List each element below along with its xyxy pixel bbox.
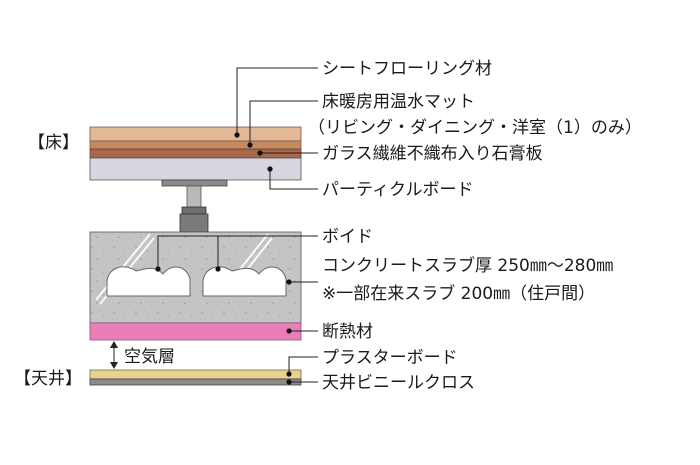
void-left	[106, 266, 191, 297]
air-layer-label: 空気層	[124, 347, 175, 367]
sheet-flooring-layer	[89, 126, 302, 142]
label-heating-mat-1: 床暖房用温水マット	[322, 92, 475, 112]
leader-sheet-flooring	[236, 67, 318, 135]
support-bolt	[161, 179, 228, 233]
label-insulation: 断熱材	[322, 322, 373, 342]
label-plaster-board: プラスターボード	[322, 348, 458, 368]
label-vinyl-cloth: 天井ビニールクロス	[322, 373, 475, 393]
label-void: ボイド	[322, 227, 373, 247]
heating-mat-layer	[89, 140, 302, 150]
vinyl-cloth-layer	[89, 378, 302, 386]
insulation-layer	[89, 322, 302, 341]
label-slab-1: コンクリートスラブ厚 250㎜～280㎜	[322, 255, 613, 276]
floor-label: 【床】	[28, 133, 79, 153]
leader-void	[157, 235, 318, 269]
plaster-board-layer	[89, 369, 302, 380]
concrete-slab	[89, 231, 302, 324]
leader-particle-board	[269, 169, 318, 190]
air-layer-arrow	[110, 341, 118, 369]
leader-heating-mat	[249, 100, 318, 145]
label-sheet-flooring: シートフローリング材	[322, 59, 492, 79]
leader-plaster	[288, 356, 318, 374]
label-heating-mat-2: （リビング・ダイニング・洋室（1）のみ）	[308, 118, 642, 138]
label-particle-board: パーティクルボード	[322, 180, 473, 200]
label-slab-2: ※一部在来スラブ 200㎜（住戸間）	[322, 283, 595, 304]
label-gypsum-board: ガラス繊維不織布入り石膏板	[322, 143, 543, 164]
void-right	[202, 266, 287, 297]
ceiling-label: 【天井】	[14, 369, 82, 389]
